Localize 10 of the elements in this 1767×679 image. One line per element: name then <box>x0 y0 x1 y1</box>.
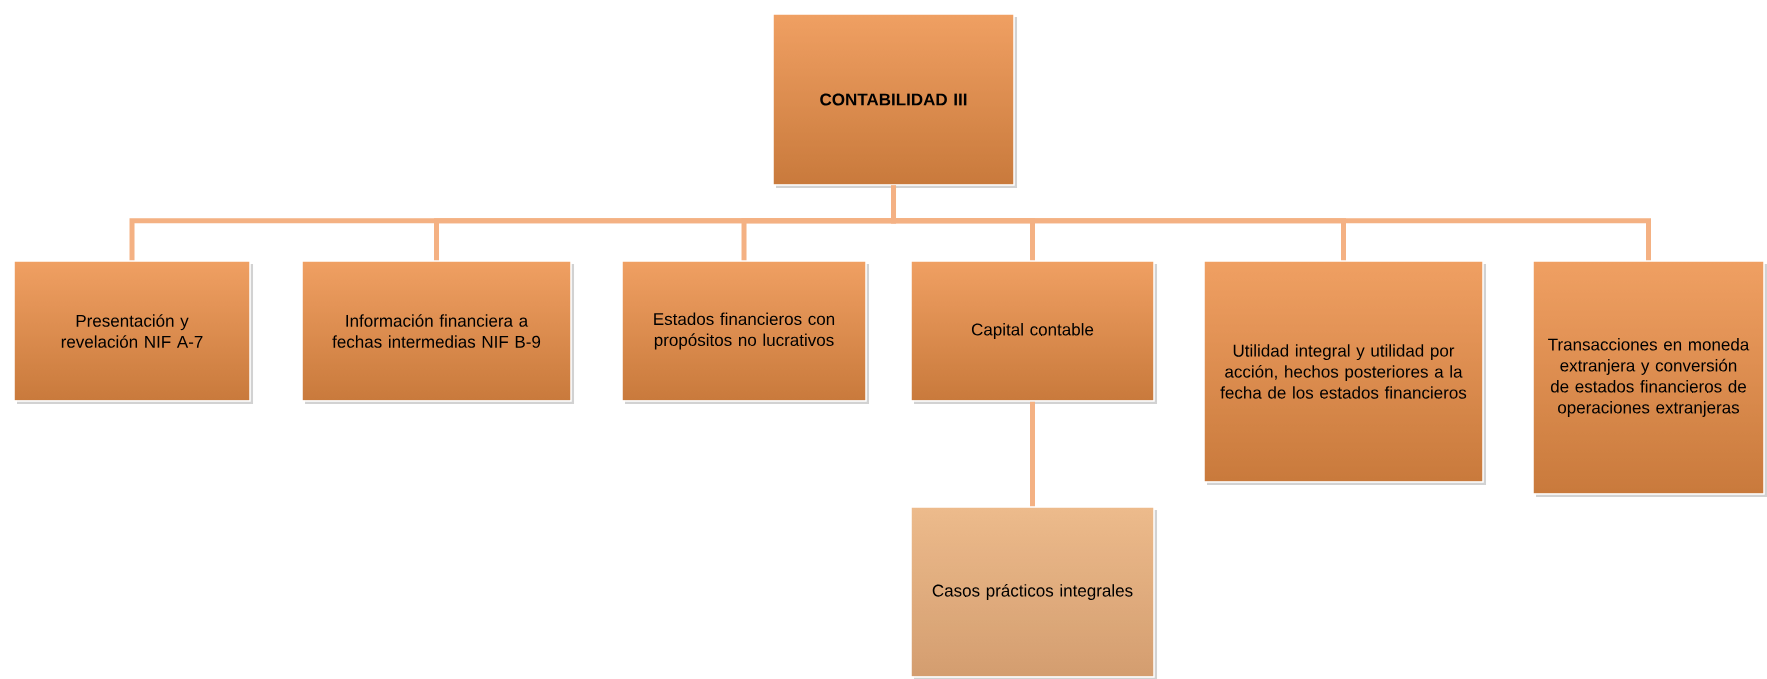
topic-box: Información financiera a fechas intermedias NIF B-9 <box>301 260 574 404</box>
connector-line <box>891 185 1651 261</box>
topic-box: Casos prácticos integrales <box>910 506 1157 679</box>
connector-line <box>1030 401 1035 507</box>
topic-box: Utilidad integral y utilidad por acción, hechos posteriores a la fecha de los estados financieros <box>1203 260 1486 485</box>
topic-box: Transacciones en moneda extranjera y conversión de estados financieros de operaciones extranjeras <box>1532 260 1767 497</box>
topic-box: Capital contable <box>910 260 1157 404</box>
title-box: CONTABILIDAD III <box>772 13 1017 188</box>
topic-box: Estados financieros con propósitos no lucrativos <box>621 260 869 404</box>
topic-box: Presentación y revelación NIF A-7 <box>13 260 253 404</box>
